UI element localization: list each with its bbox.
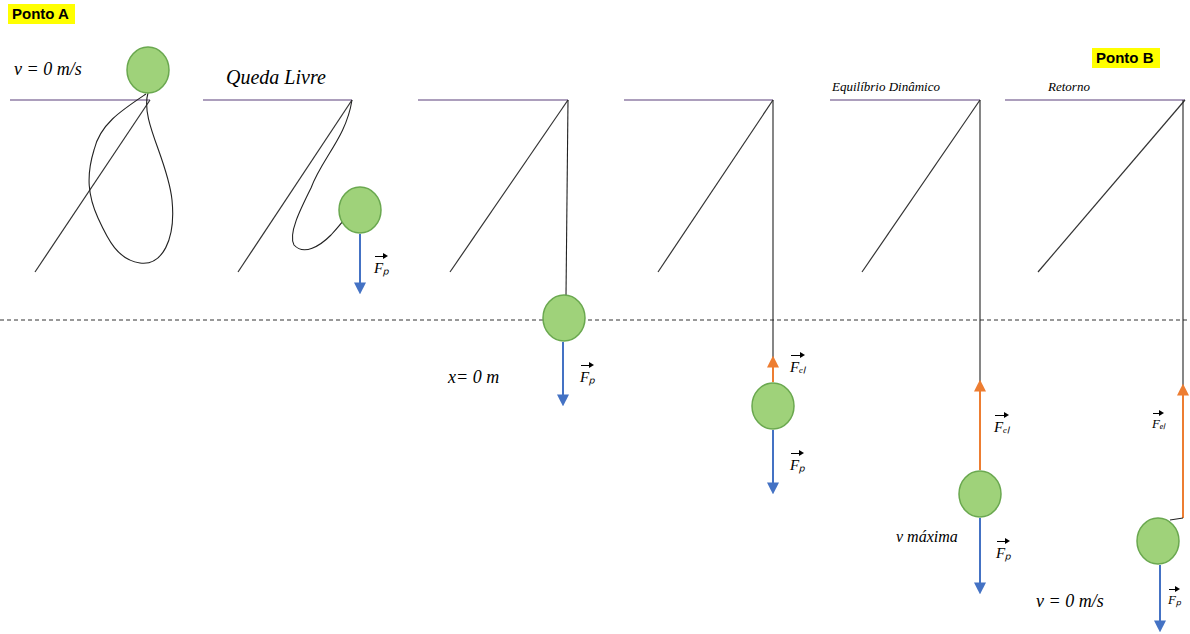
platform-line [10,99,150,100]
cord [979,100,980,470]
jumper [959,471,1001,517]
point-name: Ponto A [12,5,71,22]
cord [1182,100,1183,386]
weight-arrow [979,518,981,592]
weight-arrow [772,430,774,492]
velocity-label: v máxima [896,528,958,546]
force-label: Fₚ [790,450,805,474]
weight-forces [360,234,1160,630]
velocity-label: v = 0 m/s [1036,592,1104,612]
force-label: Fₑₗ [790,352,806,376]
platform-strut [1038,100,1185,272]
weight-arrow [359,234,361,292]
slack-cord [89,93,173,263]
force-label: Fₚ [996,538,1011,562]
point-tag: Ponto A [8,4,75,24]
platform-strut [35,100,150,272]
point-name: Ponto B [1096,49,1156,66]
force-label: Fₚ [374,253,389,277]
force-label: Fₑₗ [1152,410,1165,431]
phase-title: Retorno [1048,80,1090,94]
force-label: Fₚ [1168,586,1181,607]
jumpers [127,47,1179,564]
platform-line [203,99,352,100]
weight-arrow [1159,565,1161,630]
elastic-forces [773,358,1183,518]
platform-strut [450,100,568,272]
force-label: Fₚ [580,362,595,386]
force-label: Fₑₗ [994,412,1010,436]
elastic-arrow [1182,386,1184,518]
platform-strut [658,100,773,272]
cord [772,100,773,382]
platform-line [830,99,980,100]
platforms [10,100,1185,272]
cord [566,100,568,296]
velocity-label: v = 0 m/s [14,60,82,80]
phase-title: Equilíbrio Dinâmico [832,80,940,94]
jumper [752,383,794,429]
platform-line [418,99,568,100]
jumper [1137,518,1179,564]
cord [1170,518,1183,520]
elastic-arrow [979,382,981,470]
phase-title: Queda Livre [226,66,326,88]
jumper [543,295,585,341]
position-label: x= 0 m [448,368,499,388]
jumper [127,47,169,93]
jumper [339,187,381,233]
point-tag: Ponto B [1092,48,1160,68]
reference-line [0,320,1190,321]
cords [89,93,1183,470]
platform-line [1005,99,1185,100]
weight-arrow [562,342,564,404]
platform-line [624,99,773,100]
platform-strut [862,100,980,272]
elastic-arrow [772,358,774,382]
